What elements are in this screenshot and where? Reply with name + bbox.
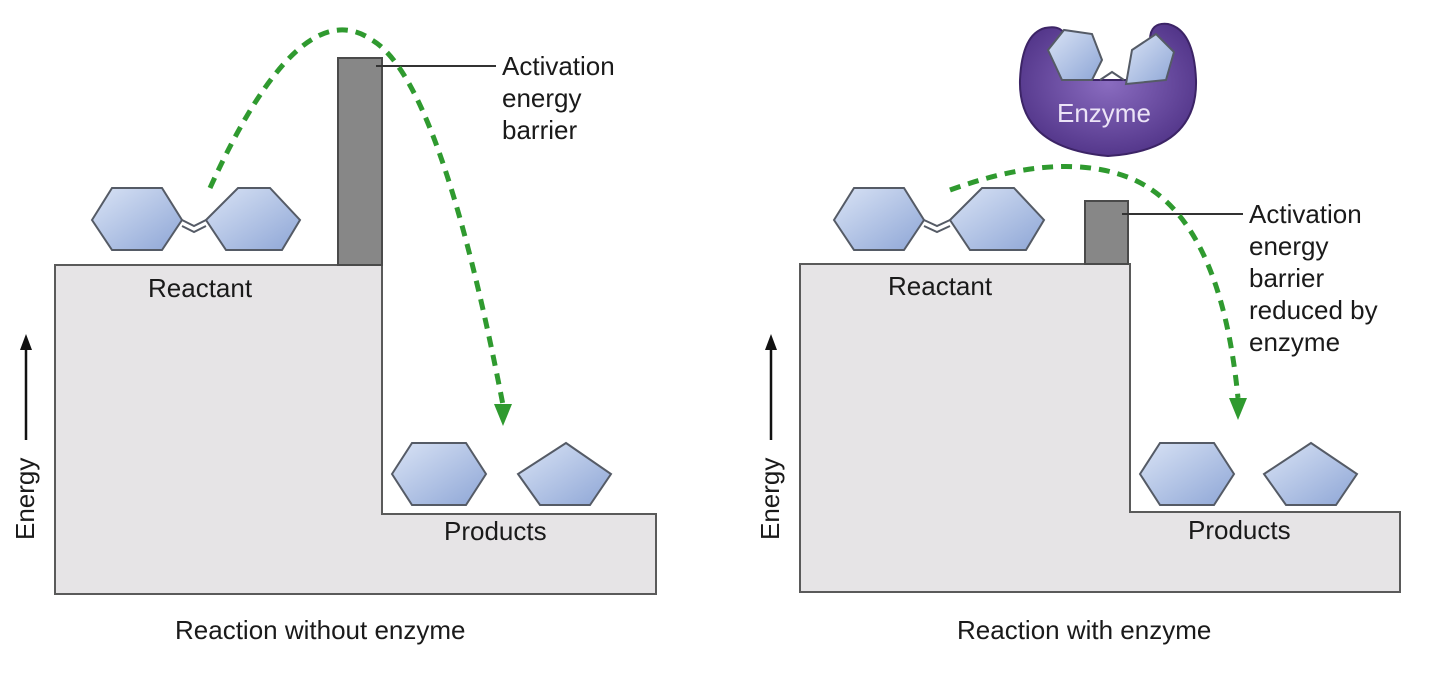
energy-axis-arrowhead — [765, 334, 777, 350]
activation-energy-barrier — [337, 57, 383, 266]
reactant-label: Reactant — [148, 273, 253, 303]
reactant-molecule — [90, 187, 302, 251]
reactant-molecule — [832, 187, 1046, 251]
energy-level-block — [54, 264, 657, 595]
reaction-path-arrow — [949, 163, 1241, 399]
barrier-label-line: barrier — [1249, 263, 1324, 293]
enzyme-site-bond — [1099, 70, 1125, 81]
barrier-label: Activation energy barrier reduced by enz… — [1249, 199, 1378, 357]
reaction-path-arrowhead — [1229, 398, 1247, 420]
barrier-label-line: Activation — [1249, 199, 1362, 229]
product-hexagon — [390, 442, 488, 506]
barrier-label-line: reduced by — [1249, 295, 1378, 325]
barrier-label-line: Activation — [502, 51, 615, 81]
energy-axis-label: Energy — [755, 458, 785, 540]
energy-axis-arrowhead — [20, 334, 32, 350]
panel-without-enzyme: Energy Reactant Products Activation ener… — [10, 27, 657, 645]
products-label: Products — [1188, 515, 1291, 545]
enzyme: Enzyme — [1018, 22, 1198, 158]
enzyme-site-pentagon — [1124, 32, 1176, 86]
panel-with-enzyme: Enzyme Energy Reactant Products Activati… — [755, 22, 1401, 645]
barrier-label: Activation energy barrier — [502, 51, 615, 145]
product-pentagon — [516, 441, 613, 506]
barrier-label-line: energy — [502, 83, 582, 113]
energy-axis-label: Energy — [10, 458, 40, 540]
enzyme-label: Enzyme — [1057, 98, 1151, 128]
enzyme-body — [1018, 22, 1198, 158]
reactant-label: Reactant — [888, 271, 993, 301]
product-pentagon — [1262, 441, 1359, 506]
enzyme-site-hexagon — [1046, 28, 1104, 81]
barrier-label-line: barrier — [502, 115, 577, 145]
product-hexagon — [1138, 442, 1236, 506]
panel-caption: Reaction with enzyme — [957, 615, 1211, 645]
reduced-activation-energy-barrier — [1084, 200, 1129, 265]
reaction-path-arrowhead — [494, 404, 512, 426]
panel-caption: Reaction without enzyme — [175, 615, 465, 645]
barrier-label-line: energy — [1249, 231, 1329, 261]
products-label: Products — [444, 516, 547, 546]
energy-level-block — [799, 263, 1401, 593]
reaction-path-arrow — [207, 27, 506, 406]
barrier-label-line: enzyme — [1249, 327, 1340, 357]
